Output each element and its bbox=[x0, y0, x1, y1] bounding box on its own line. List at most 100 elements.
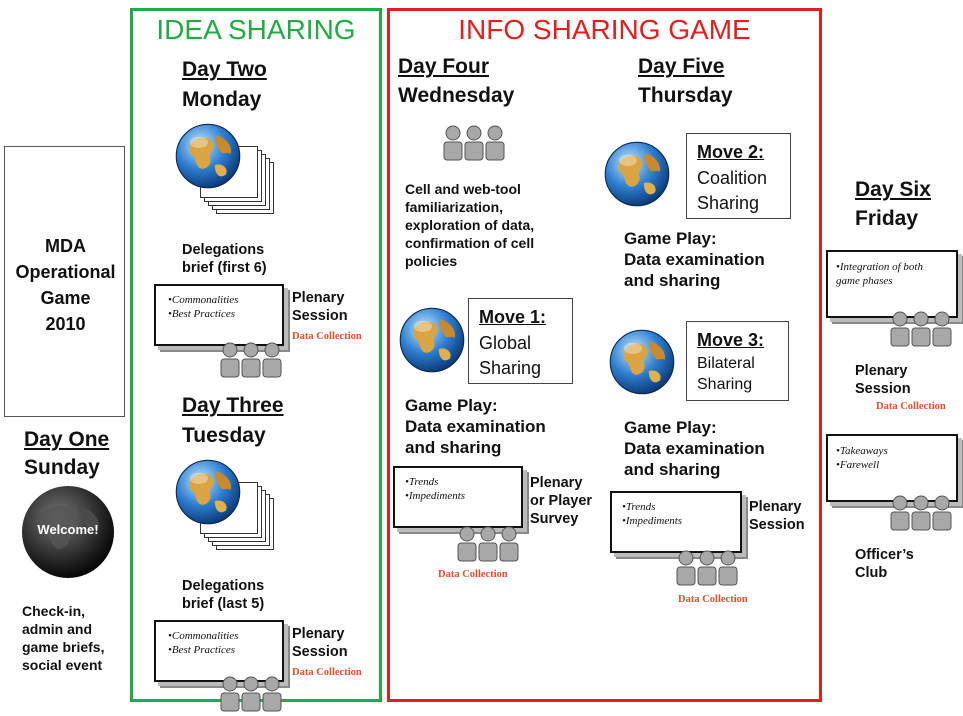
plenary-line: Plenary bbox=[855, 363, 908, 379]
move-2-box: Move 2: Coalition Sharing bbox=[686, 133, 791, 219]
plenary-line: Plenary bbox=[530, 475, 583, 491]
game-play-line: Data examination bbox=[624, 250, 765, 269]
bullet: •Impediments bbox=[622, 515, 683, 527]
desc-line: familiarization, bbox=[405, 199, 504, 215]
game-title-line: Game bbox=[40, 288, 91, 308]
data-collection-label: Data Collection bbox=[438, 569, 508, 580]
desc-line: game briefs, bbox=[22, 639, 105, 655]
plenary-line: Plenary bbox=[749, 499, 802, 515]
people-icon bbox=[457, 524, 519, 564]
day-four-slide: •Trends •Impediments bbox=[393, 466, 523, 528]
move-line: Sharing bbox=[697, 193, 760, 213]
day-two-plenary: Plenary Session bbox=[292, 289, 348, 325]
game-title-box: MDA Operational Game 2010 bbox=[4, 146, 125, 417]
move-title: Move 3: bbox=[697, 330, 765, 350]
move-title: Move 1: bbox=[479, 307, 547, 327]
plenary-line: Session bbox=[855, 381, 911, 397]
day-five-slide: •Trends •Impediments bbox=[610, 491, 742, 553]
day-two-description: Delegations brief (first 6) bbox=[182, 241, 267, 277]
game-play-line: Data examination bbox=[405, 417, 546, 436]
day-three-weekday: Tuesday bbox=[182, 424, 266, 447]
day-five-label: Day Five bbox=[638, 55, 725, 78]
officers-club: Officer’s Club bbox=[855, 546, 914, 582]
desc-line: brief (first 6) bbox=[182, 260, 267, 276]
desc-line: Delegations bbox=[182, 578, 265, 594]
game-play-line: Data examination bbox=[624, 439, 765, 458]
day-six-label: Day Six bbox=[855, 178, 931, 201]
game-title-line: 2010 bbox=[45, 314, 86, 334]
desc-line: policies bbox=[405, 253, 458, 269]
game-title-line: Operational bbox=[15, 262, 116, 282]
day-four-label: Day Four bbox=[398, 55, 490, 78]
move-line: Sharing bbox=[697, 376, 753, 393]
day-six-plenary: Plenary Session bbox=[855, 362, 911, 398]
desc-line: confirmation of cell bbox=[405, 235, 535, 251]
people-icon bbox=[890, 309, 952, 349]
game-title-line: MDA bbox=[45, 236, 86, 256]
game-play-line: and sharing bbox=[624, 271, 721, 290]
day-one-description: Check-in, admin and game briefs, social … bbox=[22, 602, 104, 674]
move-1-box: Move 1: Global Sharing bbox=[468, 298, 573, 384]
move-line: Sharing bbox=[479, 358, 542, 378]
bullet: •Trends bbox=[622, 501, 656, 513]
plenary-line: or Player bbox=[530, 493, 593, 509]
bullet: •Trends bbox=[405, 476, 439, 488]
desc-line: Delegations bbox=[182, 242, 265, 258]
bullet: •Farewell bbox=[836, 459, 880, 471]
globe-icon bbox=[608, 328, 676, 396]
day-two-weekday: Monday bbox=[182, 88, 262, 111]
day-one-label: Day One bbox=[24, 428, 110, 451]
info-sharing-header: INFO SHARING GAME bbox=[458, 14, 751, 45]
day-three-label: Day Three bbox=[182, 394, 284, 417]
day-one-weekday: Sunday bbox=[24, 456, 100, 479]
move-title: Move 2: bbox=[697, 142, 765, 162]
people-icon bbox=[220, 674, 282, 714]
data-collection-label: Data Collection bbox=[292, 331, 362, 342]
bullet: •Commonalities bbox=[168, 294, 239, 306]
club-line: Officer’s bbox=[855, 547, 914, 563]
bullet: •Best Practices bbox=[168, 644, 236, 656]
people-icon bbox=[443, 122, 505, 164]
plenary-line: Session bbox=[292, 308, 348, 324]
day-six-weekday: Friday bbox=[855, 207, 919, 230]
day-four-game-play: Game Play: Data examination and sharing bbox=[405, 395, 546, 458]
desc-line: admin and bbox=[22, 621, 93, 637]
day-five-weekday: Thursday bbox=[638, 84, 733, 107]
day-four-description: Cell and web-tool familiarization, explo… bbox=[405, 180, 534, 270]
game-play-line: and sharing bbox=[405, 438, 502, 457]
day-six-slide-2: •Takeaways •Farewell bbox=[826, 434, 958, 502]
game-play-line: and sharing bbox=[624, 460, 721, 479]
day-two-slide: •Commonalities •Best Practices bbox=[154, 284, 284, 346]
desc-line: exploration of data, bbox=[405, 217, 535, 233]
desc-line: Cell and web-tool bbox=[405, 181, 521, 197]
document-stack-icon bbox=[172, 458, 282, 554]
day-six-slide-1: •Integration of both game phases bbox=[826, 250, 958, 318]
game-play-line: Game Play: bbox=[624, 229, 717, 248]
move-line: Global bbox=[479, 333, 532, 353]
plenary-line: Plenary bbox=[292, 290, 345, 306]
day-two-label: Day Two bbox=[182, 58, 267, 81]
info-sharing-frame bbox=[387, 8, 822, 702]
welcome-globe-icon: Welcome! bbox=[20, 484, 116, 580]
globe-icon bbox=[398, 306, 466, 374]
people-icon bbox=[890, 493, 952, 533]
bullet: •Impediments bbox=[405, 490, 466, 502]
plenary-line: Session bbox=[292, 644, 348, 660]
day-five-plenary: Plenary Session bbox=[749, 498, 805, 534]
plenary-line: Session bbox=[749, 517, 805, 533]
plenary-line: Survey bbox=[530, 511, 579, 527]
bullet: •Integration of both bbox=[836, 261, 923, 273]
plenary-line: Plenary bbox=[292, 626, 345, 642]
data-collection-label: Data Collection bbox=[292, 667, 362, 678]
bullet: •Best Practices bbox=[168, 308, 236, 320]
day-four-plenary: Plenary or Player Survey bbox=[530, 474, 592, 528]
move-line: Coalition bbox=[697, 168, 768, 188]
day-five-game-play-a: Game Play: Data examination and sharing bbox=[624, 228, 765, 291]
day-three-slide: •Commonalities •Best Practices bbox=[154, 620, 284, 682]
desc-line: Check-in, bbox=[22, 603, 86, 619]
move-line: Bilateral bbox=[697, 355, 755, 372]
people-icon bbox=[676, 548, 738, 588]
bullet: •Takeaways bbox=[836, 445, 888, 457]
game-play-line: Game Play: bbox=[624, 418, 717, 437]
desc-line: social event bbox=[22, 657, 103, 673]
